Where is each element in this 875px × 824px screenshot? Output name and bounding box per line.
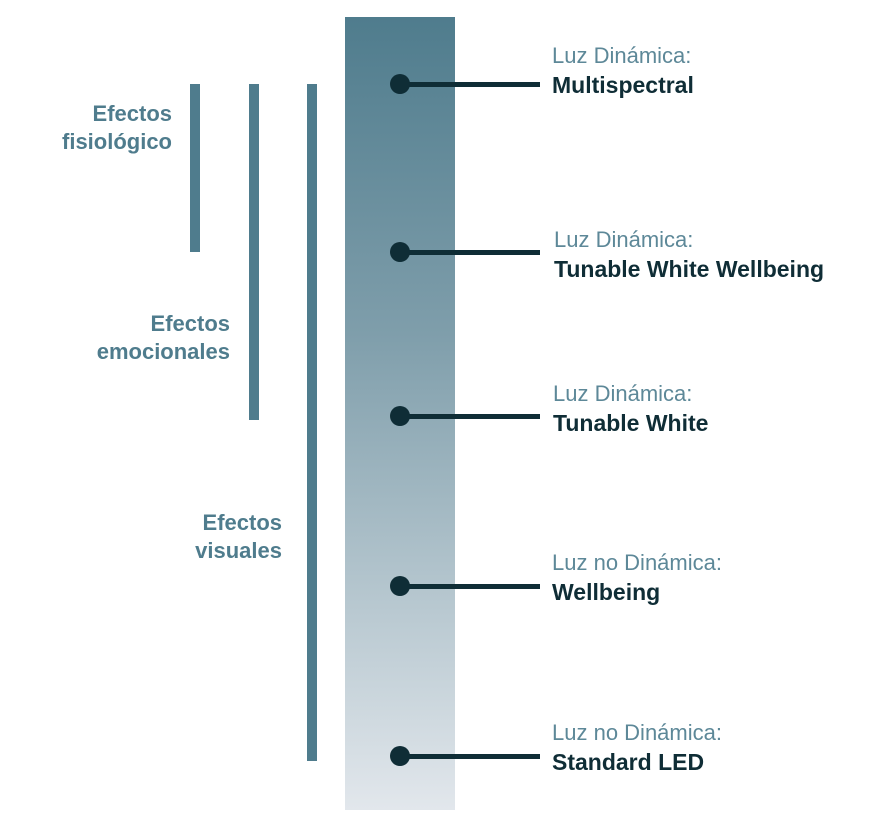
connector-line-multispectral [400, 82, 540, 87]
effect-label-visuales-line2: visuales [195, 538, 282, 563]
level-name: Wellbeing [552, 579, 661, 605]
connector-line-tunable-white [400, 414, 540, 419]
level-label-standard-led: Luz no Dinámica: Standard LED [552, 719, 722, 777]
effect-bar-fisiologico [190, 84, 200, 252]
level-type: Luz no Dinámica: [552, 550, 722, 575]
level-type: Luz Dinámica: [553, 381, 693, 406]
connector-line-tunable-white-wellbeing [400, 250, 540, 255]
effect-label-emocionales-line2: emocionales [96, 339, 230, 364]
effect-label-visuales: Efectos visuales [195, 509, 282, 565]
level-label-multispectral: Luz Dinámica: Multispectral [552, 42, 694, 100]
effect-label-fisiologico-line1: Efectos [92, 101, 172, 126]
level-type: Luz Dinámica: [552, 43, 692, 68]
connector-line-standard-led [400, 754, 540, 759]
marker-dot-standard-led [390, 746, 410, 766]
level-label-tunable-white-wellbeing: Luz Dinámica: Tunable White Wellbeing [554, 226, 824, 284]
effect-label-emocionales-line1: Efectos [150, 311, 230, 336]
effect-bar-visuales [307, 84, 317, 761]
effect-label-fisiologico-line2: fisiológico [62, 129, 172, 154]
level-name: Tunable White [553, 410, 709, 436]
marker-dot-tunable-white-wellbeing [390, 242, 410, 262]
effect-bar-emocionales [249, 84, 259, 420]
marker-dot-wellbeing [390, 576, 410, 596]
connector-line-wellbeing [400, 584, 540, 589]
level-name: Standard LED [552, 749, 705, 775]
level-name: Tunable White Wellbeing [554, 256, 825, 282]
marker-dot-multispectral [390, 74, 410, 94]
effect-label-visuales-line1: Efectos [202, 510, 282, 535]
effect-label-emocionales: Efectos emocionales [97, 310, 230, 366]
level-type: Luz no Dinámica: [552, 720, 722, 745]
level-type: Luz Dinámica: [554, 227, 694, 252]
effect-label-fisiologico: Efectos fisiológico [62, 100, 172, 156]
level-name: Multispectral [552, 72, 694, 98]
marker-dot-tunable-white [390, 406, 410, 426]
level-label-wellbeing: Luz no Dinámica: Wellbeing [552, 549, 722, 607]
level-label-tunable-white: Luz Dinámica: Tunable White [553, 380, 708, 438]
